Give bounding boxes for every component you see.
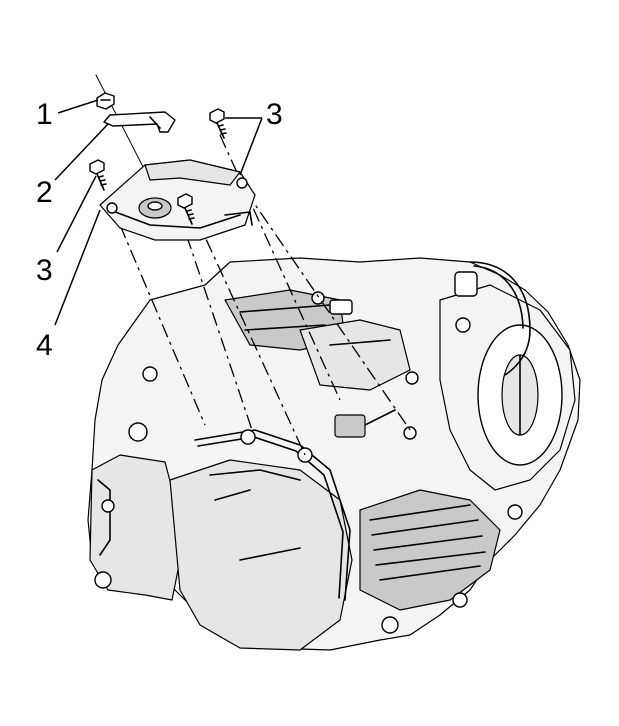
bolt-boss-left-mid	[101, 499, 115, 513]
harness-connector	[454, 271, 478, 297]
callout-leaders	[54, 99, 263, 326]
callout-1: 1	[36, 98, 53, 131]
leader-1	[57, 99, 99, 114]
transaxle-housing	[87, 257, 581, 651]
alignment-line-left	[119, 224, 206, 426]
callout-labels: 1 2 3 3 4	[36, 98, 283, 362]
bolt-boss-left-top	[142, 366, 158, 382]
leader-2	[54, 123, 109, 181]
bolt-boss-bottom	[381, 616, 399, 634]
switch-mount-ear-right	[236, 177, 248, 189]
mount-hole-c	[403, 426, 417, 440]
mount-hole-e	[455, 317, 471, 333]
retainer-part	[103, 111, 176, 133]
bolt-part-top	[209, 108, 227, 139]
alignment-line-shaft	[177, 209, 253, 431]
mount-hole-a	[240, 429, 256, 445]
bolt-boss-right	[507, 504, 523, 520]
bolt-part-center	[177, 193, 195, 225]
leader-4	[54, 209, 101, 326]
mount-hole-f	[311, 291, 325, 305]
shift-shaft-boss	[334, 414, 366, 438]
bolt-boss-left-upper	[128, 422, 148, 442]
callout-3-top: 3	[266, 98, 283, 131]
bolt-boss-left-lower	[94, 571, 112, 589]
control-valve-port	[329, 299, 353, 315]
bolt-part-left	[89, 159, 107, 191]
alignment-line-mid	[194, 214, 306, 456]
alignment-line-right	[244, 189, 411, 431]
bolt-boss-bottom-right	[452, 592, 468, 608]
callout-2: 2	[36, 176, 53, 209]
callout-3-left: 3	[36, 254, 53, 287]
switch-mount-ear-left	[106, 202, 118, 214]
callout-4: 4	[36, 329, 53, 362]
exploded-parts	[89, 74, 256, 241]
leader-3-top	[225, 117, 263, 176]
nut-part	[96, 92, 115, 110]
mount-hole-d	[405, 371, 419, 385]
leader-3-left	[56, 175, 97, 253]
